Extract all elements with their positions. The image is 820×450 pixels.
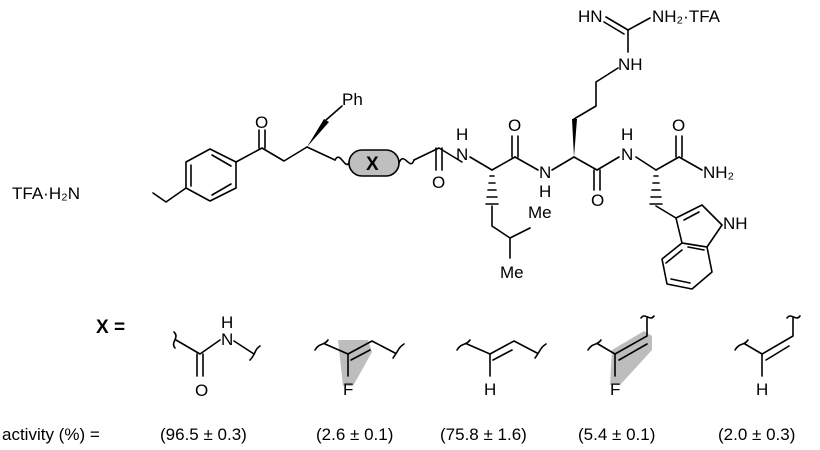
v2-f: F <box>343 380 353 399</box>
highlight <box>610 331 652 385</box>
leu-o: O <box>508 116 521 135</box>
v1-o: O <box>195 381 208 400</box>
highlight <box>338 340 372 386</box>
nh2-n: N <box>539 163 551 182</box>
amide1-o: O <box>432 173 445 192</box>
activity-value-3: (75.8 ± 1.6) <box>440 425 527 444</box>
x-box-label: X <box>366 154 379 175</box>
variant-4-fluoroalkene: F <box>587 315 655 399</box>
v4-f: F <box>610 380 620 399</box>
guan-nh2-tfa: NH₂·TFA <box>652 7 721 26</box>
variant-2-fluoroalkene: F <box>314 339 405 399</box>
ph-label: Ph <box>342 90 363 109</box>
indole-nh: NH <box>723 214 748 233</box>
activity-value-5: (2.0 ± 0.3) <box>718 425 795 444</box>
v1-h: H <box>221 313 233 332</box>
nh2-h: H <box>539 182 551 201</box>
guan-nh: NH <box>618 55 643 74</box>
ketone-chain <box>235 146 308 163</box>
trp-hash-bond <box>649 175 663 205</box>
wavy-left <box>334 156 350 166</box>
ketone-o: O <box>255 113 268 132</box>
benzene-ring <box>185 148 237 202</box>
me2: Me <box>500 263 524 282</box>
guan-hn: HN <box>578 7 603 26</box>
nh2-amide: NH₂ <box>703 163 734 182</box>
nh1-h: H <box>456 125 468 144</box>
activity-value-4: (5.4 ± 0.1) <box>578 425 655 444</box>
v1-n: N <box>221 330 233 349</box>
indole-ring <box>661 204 723 290</box>
activity-value-2: (2.6 ± 0.1) <box>316 425 393 444</box>
leu-hash-bond <box>485 175 499 205</box>
nh1-n: N <box>456 145 468 164</box>
v5-h: H <box>756 380 768 399</box>
to-x-bond <box>306 146 336 161</box>
variant-5-alkene: H <box>734 315 801 399</box>
x-equals: X = <box>96 317 125 338</box>
benzyl-bond <box>325 105 343 121</box>
wavy-right <box>398 157 415 165</box>
ch2-bond <box>413 147 463 163</box>
nh3-h: H <box>621 125 633 144</box>
activity-label: activity (%) = <box>2 425 100 444</box>
activity-value-1: (96.5 ± 0.3) <box>160 425 247 444</box>
me1: Me <box>528 203 552 222</box>
arg-wedge <box>572 119 577 157</box>
arg-o: O <box>591 191 604 210</box>
benzyl-ch2-bond <box>152 187 187 203</box>
benzyl-wedge <box>307 119 329 147</box>
wavy <box>172 331 177 349</box>
arg-sidechain <box>573 67 619 120</box>
v3-h: H <box>484 380 496 399</box>
nh3-n: N <box>621 145 633 164</box>
main-molecule: TFA·H₂N O Ph X O N H <box>12 7 748 290</box>
variant-1-amide: O N H <box>172 313 261 400</box>
tfa-amine-label: TFA·H₂N <box>12 184 80 203</box>
variant-3-alkene: H <box>456 339 547 399</box>
leu-sidechain <box>491 205 531 259</box>
trp-o: O <box>672 116 685 135</box>
